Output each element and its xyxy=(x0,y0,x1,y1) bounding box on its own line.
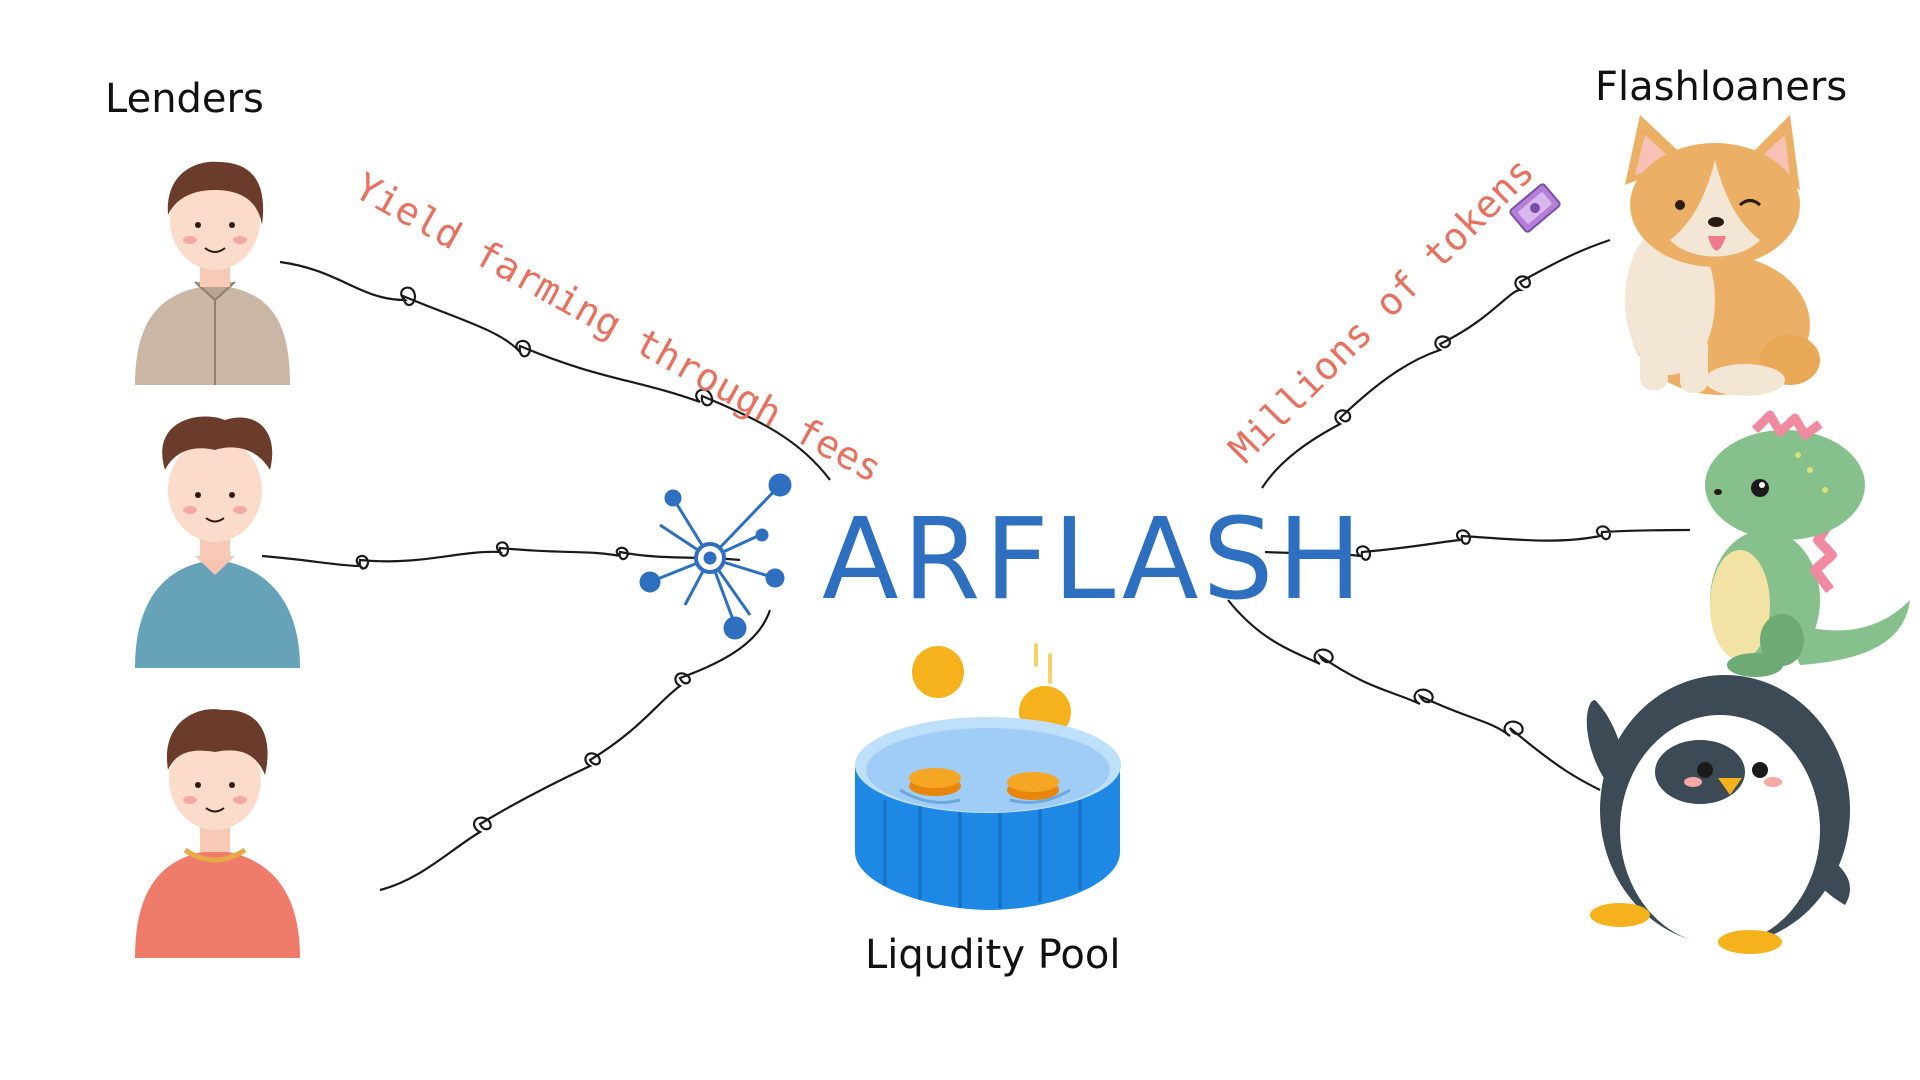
lender-person-3 xyxy=(135,709,300,958)
connector-flash-3 xyxy=(1227,599,1601,791)
connector-flash-2 xyxy=(1264,525,1691,561)
lender-person-1 xyxy=(135,161,290,385)
connector-lender-2 xyxy=(261,541,741,570)
connector-flash-1 xyxy=(1261,238,1611,489)
corgi xyxy=(1625,115,1820,396)
money-icon xyxy=(1509,183,1561,233)
network-logo-icon xyxy=(639,473,792,640)
flashloaners-title: Flashloaners xyxy=(1595,64,1847,110)
connector-lender-3 xyxy=(379,609,772,892)
connectors xyxy=(261,238,1691,892)
dinosaur xyxy=(1705,410,1910,677)
lenders-title: Lenders xyxy=(105,76,264,122)
lender-person-2 xyxy=(135,416,300,668)
liquidity-pool-icon xyxy=(855,643,1121,910)
connector-lender-1 xyxy=(279,260,831,481)
lender-flow-label: Yield farming through fees xyxy=(348,164,890,491)
brand-wordmark: ARFLASH xyxy=(822,495,1366,625)
penguin xyxy=(1586,675,1850,954)
liquidity-pool-label: Liqudity Pool xyxy=(865,932,1120,978)
flashloaner-flow-label: Millions of tokens xyxy=(1220,149,1542,471)
